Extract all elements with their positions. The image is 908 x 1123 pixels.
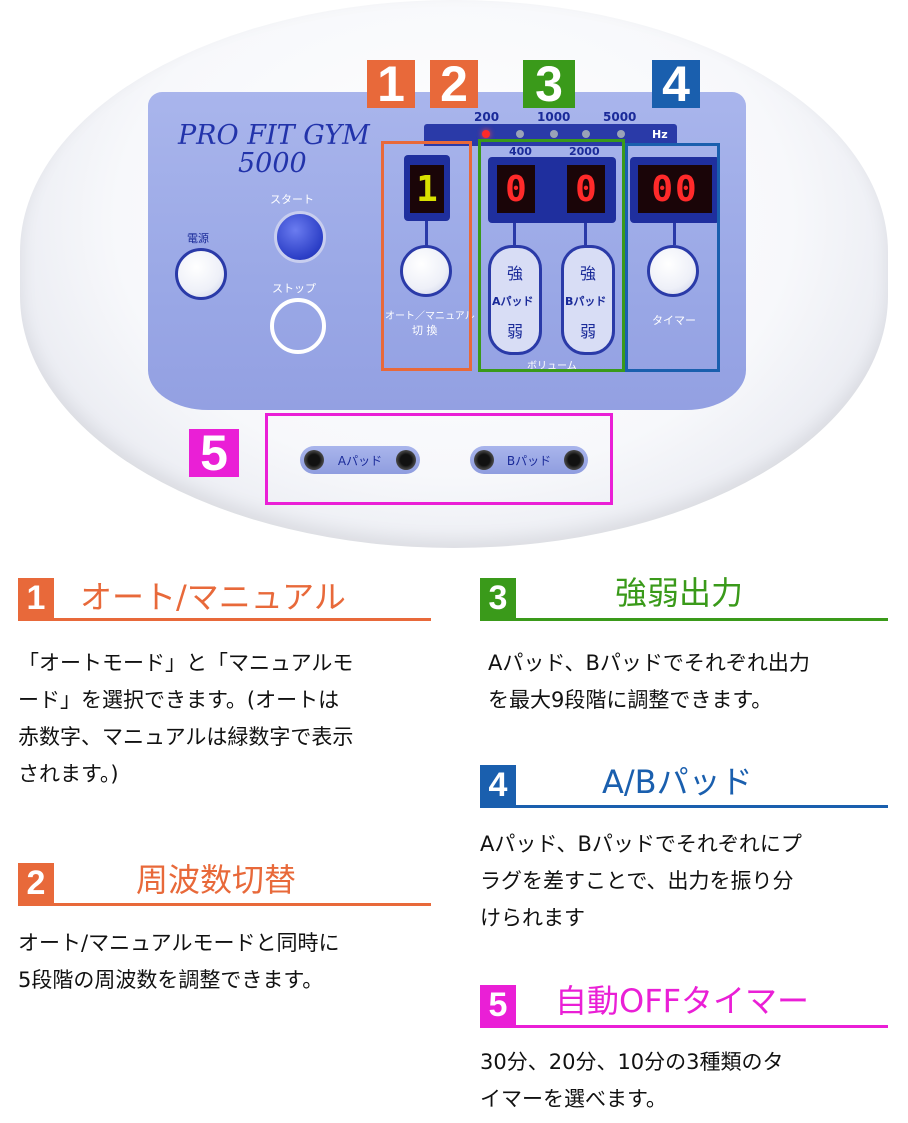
section-2-text: オート/マニュアルモードと同時に 5段階の周波数を調整できます。 [18, 931, 340, 992]
freq-led-2000 [582, 130, 590, 138]
stop-button[interactable] [270, 298, 326, 354]
callout-frame-4 [625, 143, 720, 372]
section-1-text: 「オートモード」と「マニュアルモ ード」を選択できます。(オートは 赤数字、マニ… [18, 651, 354, 786]
freq-led-400 [516, 130, 524, 138]
section-5-rule [480, 1025, 888, 1028]
section-4-rule [480, 805, 888, 808]
pad-a-label: Aパッド [492, 295, 534, 308]
mode-display: 1 [410, 165, 444, 213]
callout-tag-1: 1 [367, 59, 415, 109]
freq-unit: Hz [652, 128, 668, 141]
freq-led-5000 [617, 130, 625, 138]
pad-b-label: Bパッド [565, 295, 607, 308]
callout-tag-4: 4 [652, 59, 700, 109]
freq-label-2000: 2000 [569, 145, 600, 158]
section-3-title: 強弱出力 [615, 574, 744, 612]
timer-display: 00 [638, 165, 712, 213]
freq-led-1000 [550, 130, 558, 138]
pad-b-jack-bar: Bパッド [470, 446, 588, 474]
stop-label: ストップ [272, 282, 316, 295]
callout-tag-5: 5 [189, 428, 239, 478]
section-2-title: 周波数切替 [136, 861, 297, 899]
jack-b-label: Bパッド [506, 453, 552, 468]
pad-a-jack-left[interactable] [304, 450, 324, 470]
section-1-number: 1 [18, 578, 54, 618]
start-label: スタート [270, 193, 314, 206]
section-4-number: 4 [480, 765, 516, 805]
section-2-number: 2 [18, 863, 54, 903]
callout-tag-3: 3 [523, 59, 575, 109]
pad-a-volume-control [488, 245, 542, 355]
callout-frame-5 [265, 413, 613, 505]
pad-a-connector-line [513, 223, 516, 245]
section-1-rule [18, 618, 431, 621]
timer-connector-line [673, 223, 676, 245]
jack-a-label: Aパッド [337, 453, 383, 468]
freq-label-1000: 1000 [537, 110, 571, 124]
section-1-title: オート/マニュアル [80, 578, 346, 616]
pad-a-strong-button[interactable]: 強 [506, 264, 523, 283]
pad-b-jack-left[interactable] [474, 450, 494, 470]
pad-b-strong-button[interactable]: 強 [579, 264, 596, 283]
timer-label: タイマー [652, 314, 696, 327]
section-3-rule [480, 618, 888, 621]
callout-frame-1-2 [381, 141, 472, 371]
start-button[interactable] [274, 211, 326, 263]
callout-tag-2: 2 [430, 59, 478, 109]
section-5-title: 自動OFFタイマー [555, 982, 810, 1020]
freq-label-200: 200 [474, 110, 500, 124]
section-5-text: 30分、20分、10分の3種類のタ イマーを選べます。 [480, 1050, 784, 1111]
pad-a-weak-button[interactable]: 弱 [506, 322, 523, 341]
pad-b-jack-right[interactable] [563, 450, 584, 470]
section-4-title: A/Bパッド [602, 763, 753, 801]
freq-label-5000: 5000 [603, 110, 637, 124]
section-5-number: 5 [480, 985, 516, 1025]
power-button[interactable] [175, 248, 227, 300]
pad-b-connector-line [584, 223, 587, 245]
mode-connector-line [425, 221, 428, 247]
pad-b-display: 0 [567, 165, 605, 213]
pad-b-weak-button[interactable]: 弱 [579, 322, 596, 341]
freq-led-200 [482, 130, 490, 138]
pad-a-display: 0 [497, 165, 535, 213]
section-2-rule [18, 903, 431, 906]
brand-line1: PRO FIT GYM [178, 120, 370, 151]
mode-label-line1: オート／マニュアル [385, 311, 475, 322]
pad-a-jack-right[interactable] [396, 450, 416, 470]
section-3-text: Aパッド、Bパッドでそれぞれ出力 を最大9段階に調整できます。 [488, 651, 810, 712]
brand-logo: PRO FIT GYM 5000 [178, 122, 370, 178]
timer-button[interactable] [647, 245, 699, 297]
freq-label-400: 400 [509, 145, 532, 158]
pad-b-volume-control [561, 245, 615, 355]
brand-line2: 5000 [238, 148, 307, 179]
section-4-text: Aパッド、Bパッドでそれぞれにプ ラグを差すことで、出力を振り分 けられます [480, 832, 802, 930]
power-label: 電源 [187, 232, 209, 245]
section-3-number: 3 [480, 578, 516, 618]
callout-frame-3 [478, 139, 625, 372]
mode-label-line2: 切 換 [412, 324, 438, 337]
mode-switch-button[interactable] [400, 245, 452, 297]
pad-a-jack-bar: Aパッド [300, 446, 420, 474]
volume-label: ボリューム [527, 361, 577, 372]
